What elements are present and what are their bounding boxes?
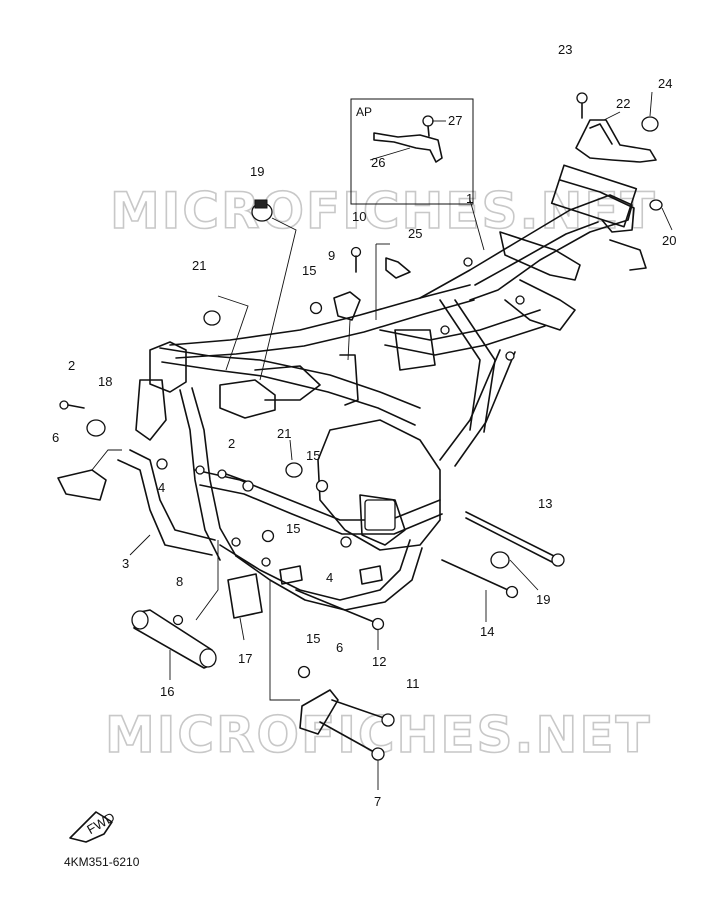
label-1: 1 bbox=[466, 191, 473, 206]
bolt-27 bbox=[422, 115, 434, 127]
label-15-a: 15 bbox=[302, 263, 316, 278]
nut-4-a bbox=[156, 458, 168, 470]
label-4-a: 4 bbox=[158, 480, 165, 495]
clamp-19-top bbox=[251, 199, 297, 381]
bracket-9 bbox=[333, 291, 361, 321]
bolt-13 bbox=[465, 511, 565, 567]
label-16: 16 bbox=[160, 684, 174, 699]
label-2-left: 2 bbox=[68, 358, 75, 373]
label-13: 13 bbox=[538, 496, 552, 511]
label-12: 12 bbox=[372, 654, 386, 669]
collar-18 bbox=[86, 419, 106, 437]
label-6-left: 6 bbox=[52, 430, 59, 445]
label-9: 9 bbox=[328, 248, 335, 263]
fwd-label: FWD bbox=[84, 809, 117, 837]
pipe-16 bbox=[131, 609, 217, 680]
bracket-6-lower bbox=[299, 689, 339, 735]
label-20: 20 bbox=[662, 233, 676, 248]
plate-17 bbox=[195, 540, 263, 641]
bolt-2-left bbox=[59, 400, 85, 410]
label-3: 3 bbox=[122, 556, 129, 571]
bolt-10 bbox=[350, 246, 362, 258]
grommet-20 bbox=[649, 199, 663, 211]
bracket-25 bbox=[385, 257, 411, 279]
inset-label: AP bbox=[356, 105, 372, 119]
label-10: 10 bbox=[352, 209, 366, 224]
watermark-top: MICROFICHES.NET bbox=[110, 182, 657, 240]
label-17: 17 bbox=[238, 651, 252, 666]
label-2-mid: 2 bbox=[228, 436, 235, 451]
label-27: 27 bbox=[448, 113, 462, 128]
label-25: 25 bbox=[408, 226, 422, 241]
nut-15-d bbox=[297, 665, 311, 679]
bracket-22 bbox=[575, 91, 659, 163]
fwd-arrow-icon: FWD bbox=[69, 809, 117, 843]
nut-15-c bbox=[261, 529, 275, 543]
label-21-mid: 21 bbox=[277, 426, 291, 441]
bracket-6-left bbox=[57, 469, 107, 501]
label-15-b: 15 bbox=[306, 448, 320, 463]
label-23: 23 bbox=[558, 42, 572, 57]
bolt-7 bbox=[319, 721, 385, 790]
clamp-21-mid bbox=[285, 462, 303, 478]
label-26: 26 bbox=[371, 155, 385, 170]
washer-5 bbox=[242, 480, 254, 492]
label-11: 11 bbox=[406, 676, 420, 691]
bolt-2-mid bbox=[217, 469, 249, 483]
clamp-21-top bbox=[203, 310, 221, 326]
label-8: 8 bbox=[176, 574, 183, 589]
nut-4-b bbox=[340, 536, 352, 548]
bolt-14 bbox=[441, 559, 519, 622]
nut-15-a bbox=[309, 301, 323, 315]
diagram-code: 4KM351-6210 bbox=[64, 855, 140, 869]
label-6-lower: 6 bbox=[336, 640, 343, 655]
label-19-lower: 19 bbox=[536, 592, 550, 607]
inset-box-ap: AP bbox=[350, 98, 474, 205]
label-24: 24 bbox=[658, 76, 672, 91]
label-18: 18 bbox=[98, 374, 112, 389]
label-4-b: 4 bbox=[326, 570, 333, 585]
clamp-19-lower bbox=[490, 551, 510, 569]
label-7: 7 bbox=[374, 794, 381, 809]
label-15-d: 15 bbox=[306, 631, 320, 646]
label-15-c: 15 bbox=[286, 521, 300, 536]
label-22: 22 bbox=[616, 96, 630, 111]
bolt-12 bbox=[295, 589, 385, 650]
nut-15-b bbox=[315, 479, 329, 493]
bolt-11 bbox=[331, 699, 395, 727]
label-19-top: 19 bbox=[250, 164, 264, 179]
nut-8 bbox=[172, 614, 184, 626]
label-14: 14 bbox=[480, 624, 494, 639]
label-21-top: 21 bbox=[192, 258, 206, 273]
leader-3 bbox=[129, 534, 151, 556]
bracket-26 bbox=[373, 132, 443, 163]
part-labels: 1 2 2 3 4 4 6 6 7 8 9 10 11 12 13 14 15 … bbox=[52, 42, 676, 809]
